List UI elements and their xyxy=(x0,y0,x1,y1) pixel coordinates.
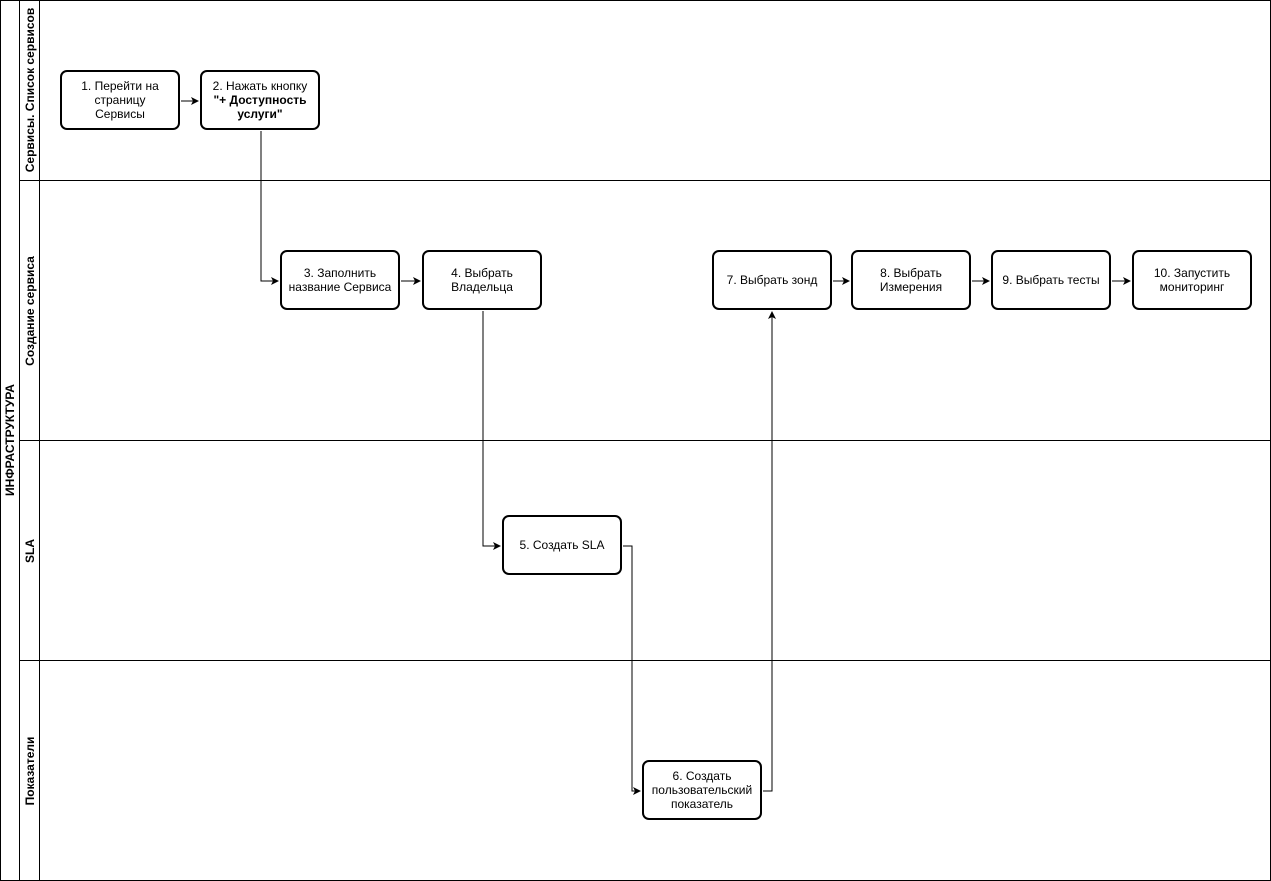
task-2-press-button: 2. Нажать кнопку "+ Доступность услуги" xyxy=(200,70,320,130)
lane-title: SLA xyxy=(22,538,37,563)
lane-header: SLA xyxy=(20,441,40,660)
task-label: 3. Заполнить название Сервиса xyxy=(288,266,392,294)
lane-create-service: Создание сервиса xyxy=(20,181,1271,441)
lane-title: Показатели xyxy=(22,736,37,806)
task-label: 1. Перейти на страницу Сервисы xyxy=(81,79,159,121)
task-4-select-owner: 4. Выбрать Владельца xyxy=(422,250,542,310)
lane-header: Показатели xyxy=(20,661,40,881)
task-1-go-to-services: 1. Перейти на страницу Сервисы xyxy=(60,70,180,130)
lane-sla: SLA xyxy=(20,441,1271,661)
lane-title: Сервисы. Список сервисов xyxy=(22,7,37,173)
task-3-fill-name: 3. Заполнить название Сервиса xyxy=(280,250,400,310)
task-5-create-sla: 5. Создать SLA xyxy=(502,515,622,575)
lane-title: Создание сервиса xyxy=(22,255,37,366)
task-10-start-monitoring: 10. Запустить мониторинг xyxy=(1132,250,1252,310)
task-7-select-probe: 7. Выбрать зонд xyxy=(712,250,832,310)
task-label: 6. Создать пользовательский показатель xyxy=(651,769,753,811)
task-label: 8. Выбрать Измерения xyxy=(879,266,943,294)
task-9-select-tests: 9. Выбрать тесты xyxy=(991,250,1111,310)
task-label: 10. Запустить мониторинг xyxy=(1153,266,1231,294)
lane-services-list: Сервисы. Список сервисов xyxy=(20,0,1271,181)
task-label-bold: "+ Доступность услуги" xyxy=(213,93,307,121)
task-label: 9. Выбрать тесты xyxy=(1002,273,1100,287)
task-8-select-measurements: 8. Выбрать Измерения xyxy=(851,250,971,310)
task-label: 4. Выбрать Владельца xyxy=(451,266,513,294)
lane-indicators: Показатели xyxy=(20,661,1271,881)
pool-title: ИНФРАСТРУКТУРА xyxy=(3,384,17,496)
task-label: 7. Выбрать зонд xyxy=(726,273,818,287)
task-6-create-indicator: 6. Создать пользовательский показатель xyxy=(642,760,762,820)
pool-header: ИНФРАСТРУКТУРА xyxy=(0,0,20,881)
task-label-text: 2. Нажать кнопку xyxy=(212,79,308,93)
lane-header: Сервисы. Список сервисов xyxy=(20,0,40,180)
task-label: 2. Нажать кнопку "+ Доступность услуги" xyxy=(208,79,312,121)
lane-header: Создание сервиса xyxy=(20,181,40,440)
task-label: 5. Создать SLA xyxy=(519,538,605,552)
